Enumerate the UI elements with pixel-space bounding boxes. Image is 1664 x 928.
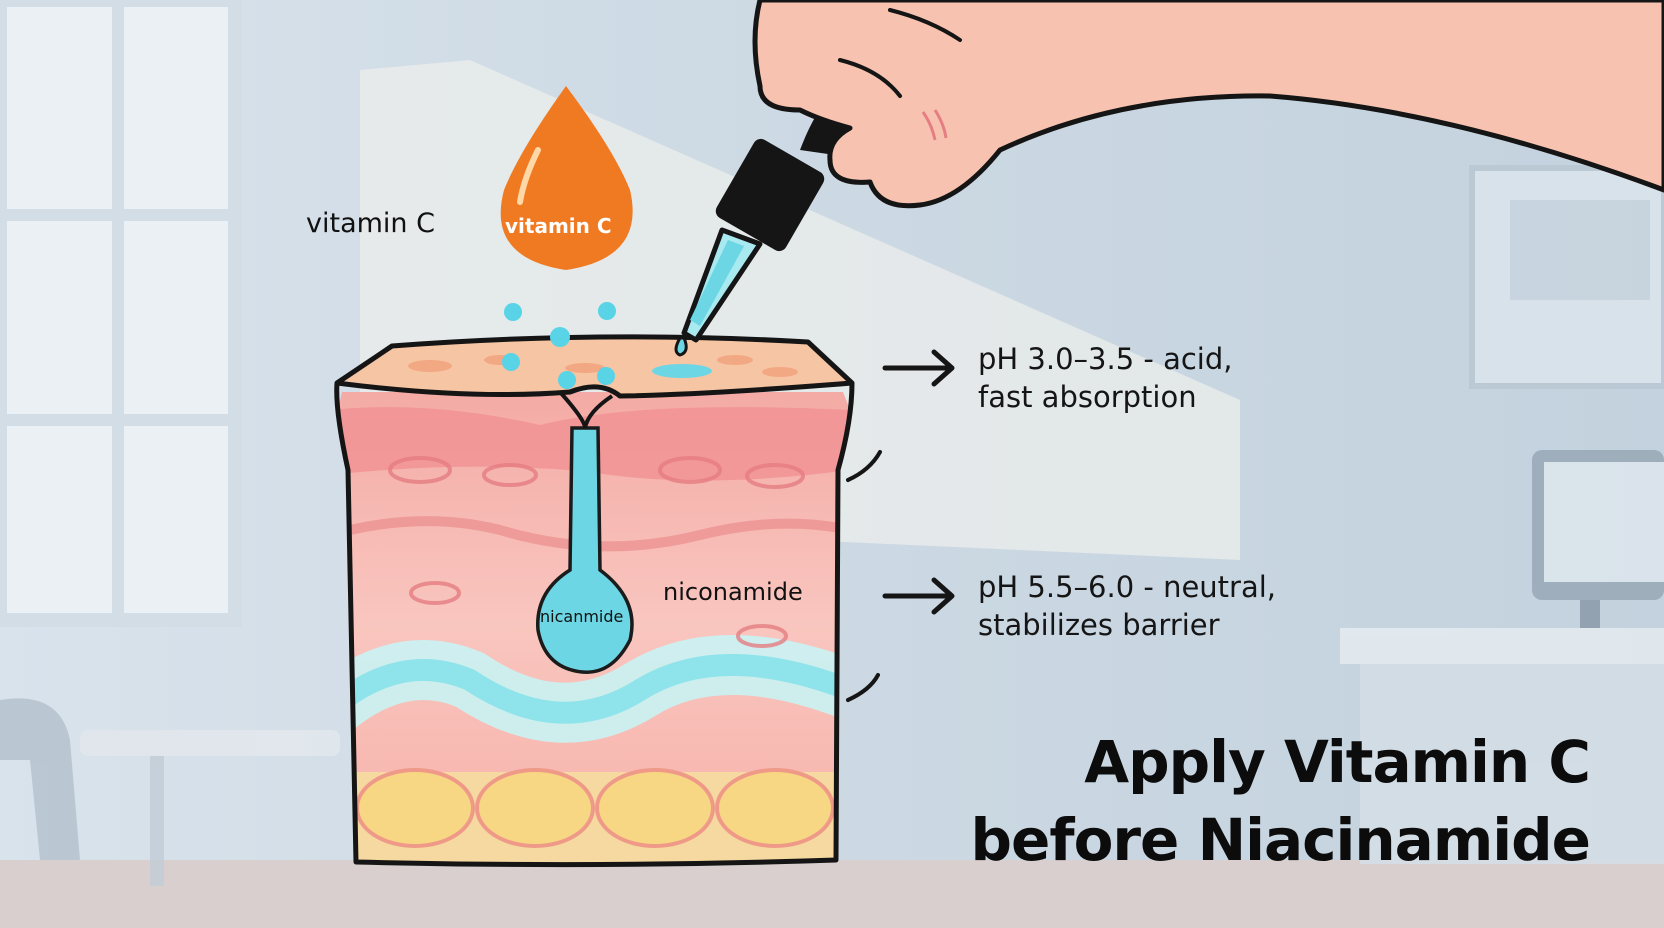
skin-cross-section [334,334,882,868]
vitamin-c-drop-label: vitamin C [505,214,612,238]
annotation-vitamin-c-line2: fast absorption [978,380,1197,414]
dropper [674,71,893,357]
arrow-bottom [882,577,955,615]
serum-channel [536,426,634,674]
serum-droplets [502,302,616,389]
desk-monitor [1340,450,1664,864]
annotation-niacinamide: pH 5.5–6.0 - neutral, stabilizes barrier [978,568,1276,644]
annotation-vitamin-c: pH 3.0–3.5 - acid, fast absorption [978,340,1232,416]
nicanamide-drop-label: nicanmide [540,607,624,626]
depth-mark-lower [846,673,880,702]
annotation-vitamin-c-line1: pH 3.0–3.5 - acid, [978,342,1233,376]
arrow-top [882,349,955,387]
chair [0,698,340,886]
window [0,0,242,627]
headline-line1: Apply Vitamin C [1084,728,1591,796]
floor [0,860,1664,928]
wall-frame [1469,165,1664,389]
serum-puddle [652,364,712,378]
niconamide-label: niconamide [663,578,803,606]
skin-cells [388,456,805,648]
vitamin-c-drop [500,86,633,270]
vitamin-c-label: vitamin C [306,208,435,239]
depth-mark-upper [846,450,882,482]
hand [752,0,1664,209]
annotation-niacinamide-line2: stabilizes barrier [978,608,1220,642]
annotation-niacinamide-line1: pH 5.5–6.0 - neutral, [978,570,1277,604]
headline: Apply Vitamin C before Niacinamide [971,723,1591,879]
headline-line2: before Niacinamide [970,806,1591,874]
